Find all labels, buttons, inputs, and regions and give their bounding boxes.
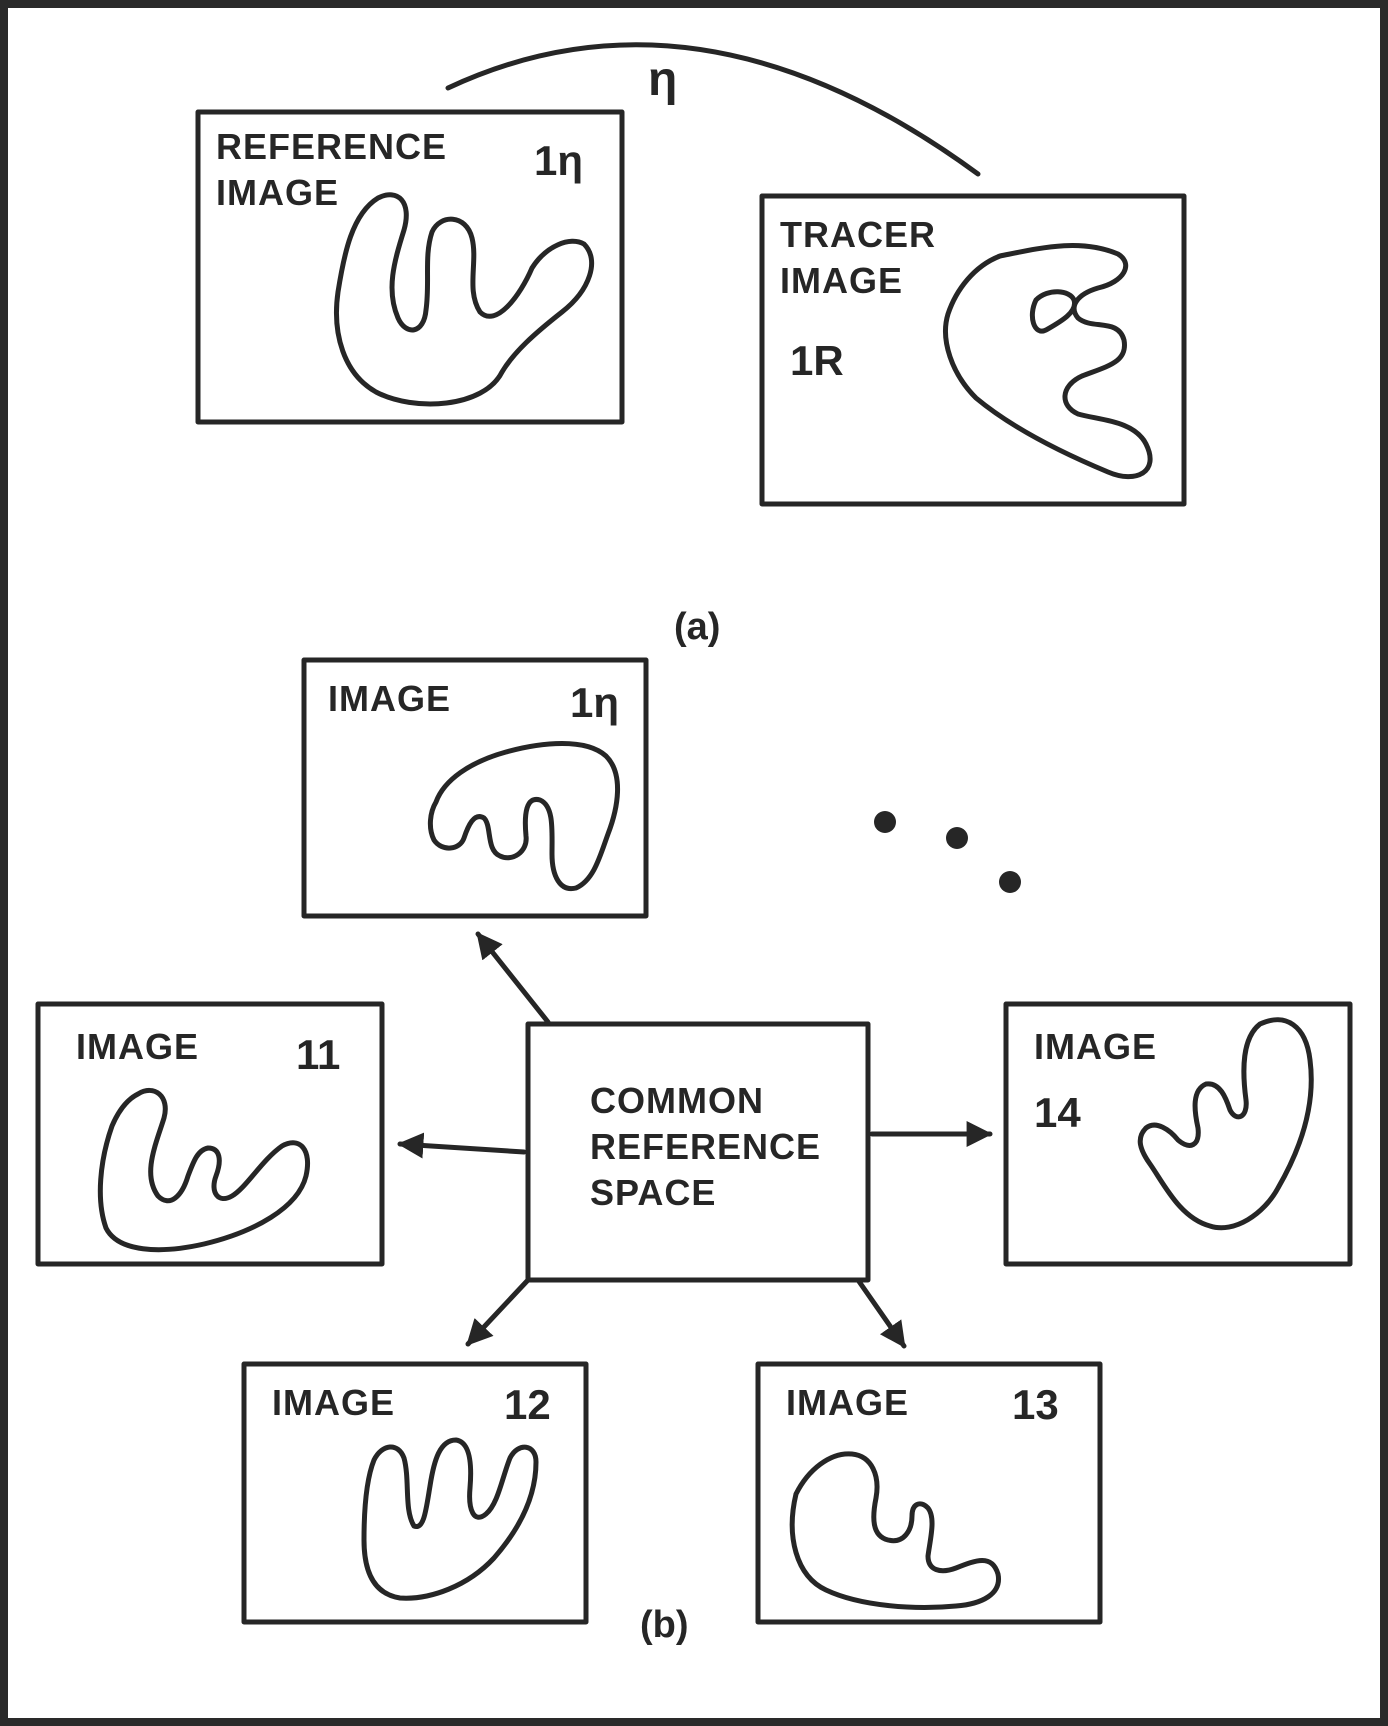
image-bl-box	[241, 1361, 589, 1625]
caption-a: (a)	[674, 606, 721, 648]
image-br-id: 13	[1012, 1381, 1059, 1428]
image-bl-id: 12	[504, 1381, 551, 1428]
ellipsis-dots	[874, 811, 1021, 893]
arrow-to-left	[397, 1132, 527, 1159]
image-br-label: IMAGE	[786, 1382, 910, 1423]
image-bl-label: IMAGE	[272, 1382, 396, 1423]
reference-shape	[334, 192, 595, 407]
reference-image-id: 1η	[534, 137, 584, 184]
transform-label: η	[648, 53, 678, 106]
image-right-label: IMAGE	[1034, 1026, 1158, 1067]
image-br-box	[755, 1361, 1103, 1625]
image-top-label: IMAGE	[328, 678, 452, 719]
tracer-image-box	[759, 193, 1187, 507]
image-bl-shape	[361, 1437, 539, 1601]
arrow-to-bl	[465, 1277, 531, 1347]
center-label: COMMON REFERENCE SPACE	[590, 1080, 822, 1213]
arrow-to-top	[475, 931, 551, 1025]
image-left-label: IMAGE	[76, 1026, 200, 1067]
image-left-shape	[97, 1087, 310, 1253]
tracer-shape	[943, 243, 1153, 480]
arrow-to-br	[855, 1277, 907, 1349]
reference-image-box	[195, 109, 625, 425]
image-right-box	[1003, 1001, 1353, 1267]
transform-arc	[445, 42, 981, 177]
center-box	[525, 1021, 871, 1283]
image-right-shape	[1137, 1017, 1314, 1231]
caption-b: (b)	[640, 1604, 689, 1646]
image-left-box	[35, 1001, 385, 1267]
image-right-id: 14	[1034, 1089, 1081, 1136]
image-top-shape	[427, 741, 620, 892]
image-left-id: 11	[296, 1031, 341, 1078]
tracer-image-id: 1R	[790, 337, 844, 384]
reference-image-label: REFERENCE IMAGE	[216, 126, 448, 213]
image-top-id: 1η	[570, 679, 620, 726]
image-top-box	[301, 657, 649, 919]
image-br-shape	[789, 1451, 1001, 1610]
tracer-image-label: TRACER IMAGE	[780, 214, 936, 301]
